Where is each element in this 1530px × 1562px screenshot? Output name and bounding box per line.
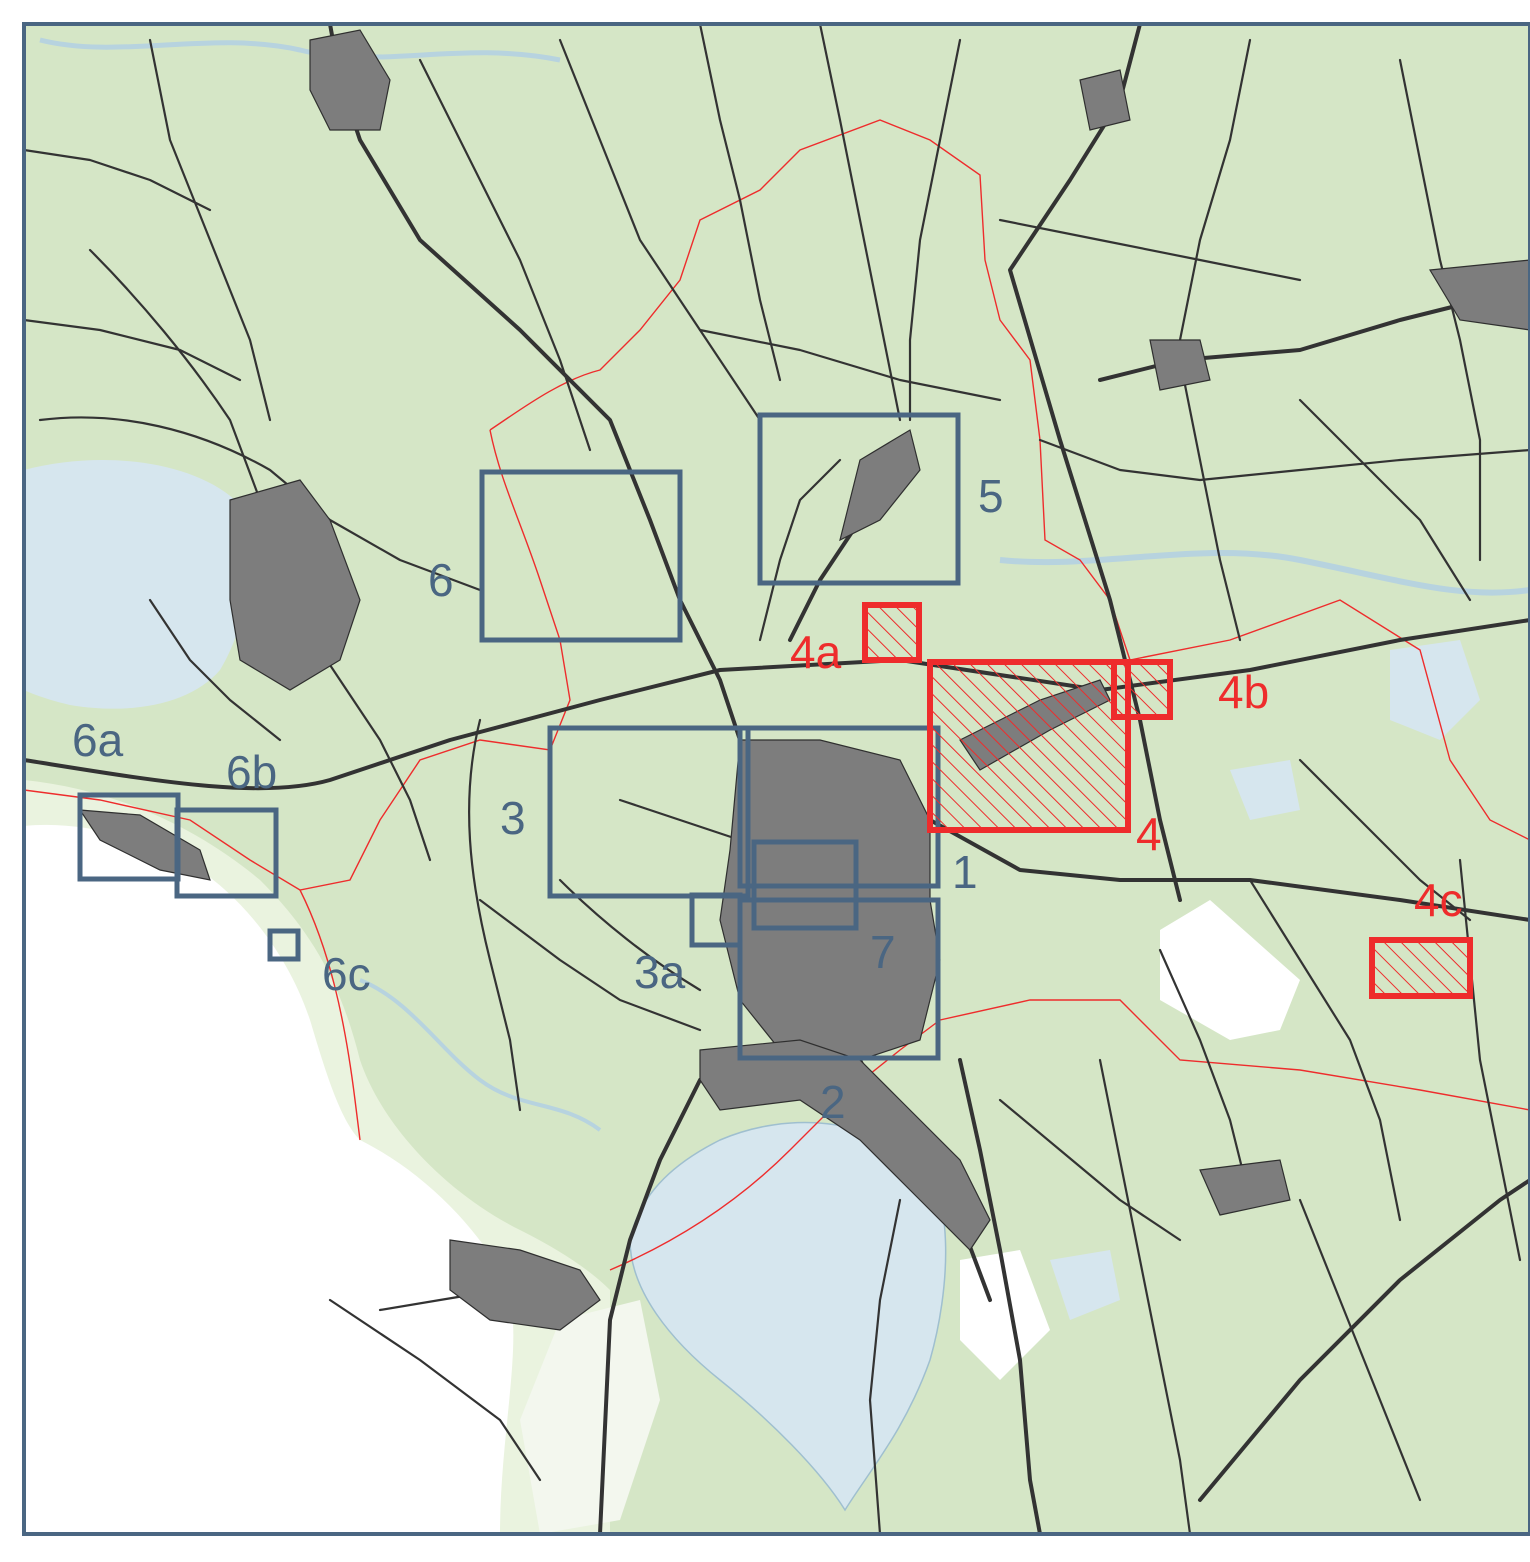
village-south-east <box>1199 1159 1291 1216</box>
admin-boundary-5 <box>609 1019 941 1271</box>
water-body-east-1 <box>1390 640 1480 740</box>
map-border <box>22 22 1530 1536</box>
water-body-south-east <box>1050 1250 1120 1320</box>
area-box-4a[interactable] <box>862 602 922 663</box>
open-zone-east <box>1160 900 1300 1040</box>
lagoon-west <box>24 460 250 709</box>
town-west <box>229 479 361 691</box>
label-area-6c: 6c <box>322 948 371 1000</box>
port-area <box>449 1239 601 1331</box>
area-box-4c[interactable] <box>1369 937 1473 999</box>
label-area-2: 2 <box>820 1076 846 1128</box>
admin-boundary-4 <box>939 999 1530 1111</box>
area-box-2[interactable] <box>737 897 941 1061</box>
label-area-7: 7 <box>870 926 896 978</box>
label-area-4a: 4a <box>790 626 842 678</box>
sea <box>24 824 514 1534</box>
area-box-3[interactable] <box>547 725 751 899</box>
label-area-6b: 6b <box>226 746 277 798</box>
label-area-3a: 3a <box>634 946 686 998</box>
area-box-6c[interactable] <box>267 928 301 962</box>
town-east <box>1428 259 1530 331</box>
label-area-3: 3 <box>500 792 526 844</box>
area-box-5[interactable] <box>757 412 961 586</box>
area-box-4b[interactable] <box>1111 659 1173 720</box>
area-box-7[interactable] <box>751 839 859 931</box>
urban-areas <box>78 29 1530 1331</box>
label-area-4b: 4b <box>1218 666 1269 718</box>
water-body-east-2 <box>1230 760 1300 820</box>
area-box-6b[interactable] <box>174 807 279 899</box>
river-south <box>359 978 602 1132</box>
village-north-east <box>1079 69 1131 131</box>
label-area-6a: 6a <box>72 714 124 766</box>
village-five <box>839 429 921 542</box>
area-box-6[interactable] <box>479 469 683 643</box>
admin-boundary-6 <box>299 889 361 1141</box>
label-area-5: 5 <box>978 470 1004 522</box>
label-area-6: 6 <box>428 554 454 606</box>
area-box-4[interactable] <box>927 659 1131 833</box>
admin-boundary-3 <box>1129 599 1530 841</box>
admin-boundary <box>489 119 1131 661</box>
river-east <box>999 549 1530 596</box>
road-network-minor <box>24 24 1530 1534</box>
area-box-3a[interactable] <box>689 892 743 948</box>
village-east <box>1149 339 1211 391</box>
label-area-4: 4 <box>1136 808 1162 860</box>
town-north <box>309 29 391 131</box>
label-area-1: 1 <box>952 846 978 898</box>
open-zone-port <box>520 1300 660 1534</box>
label-area-4c: 4c <box>1414 874 1463 926</box>
canal-north <box>39 37 561 63</box>
admin-boundary-2 <box>24 429 571 891</box>
